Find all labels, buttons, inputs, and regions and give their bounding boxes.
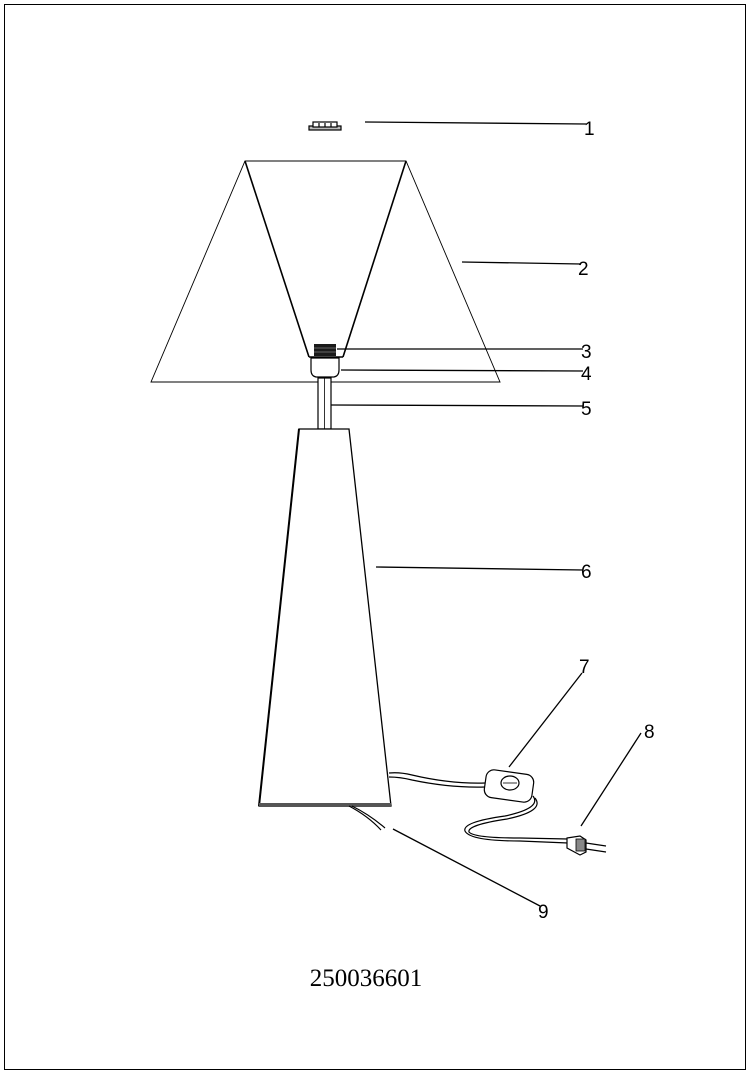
part-lamp-body [258,428,392,807]
part-lampshade [150,160,501,383]
callout-2: 2 [578,259,589,280]
leader-lines [330,121,642,907]
part-ring-nut [314,344,336,356]
part-cable-exit [348,805,386,831]
part-finial [308,121,342,131]
callout-7: 7 [579,657,590,678]
callout-9: 9 [538,902,549,923]
product-code: 250036601 [310,965,423,992]
callout-4: 4 [581,364,592,385]
part-socket [310,357,340,378]
callout-labels: 1 2 3 4 5 6 7 8 9 [538,119,655,923]
part-plug [464,795,607,856]
callout-8: 8 [644,722,655,743]
drawing-frame [4,4,746,1070]
callout-1: 1 [584,119,595,140]
part-stem [317,377,332,430]
callout-5: 5 [581,399,592,420]
callout-6: 6 [581,562,592,583]
part-dimmer-switch [388,769,535,803]
callout-3: 3 [581,342,592,363]
